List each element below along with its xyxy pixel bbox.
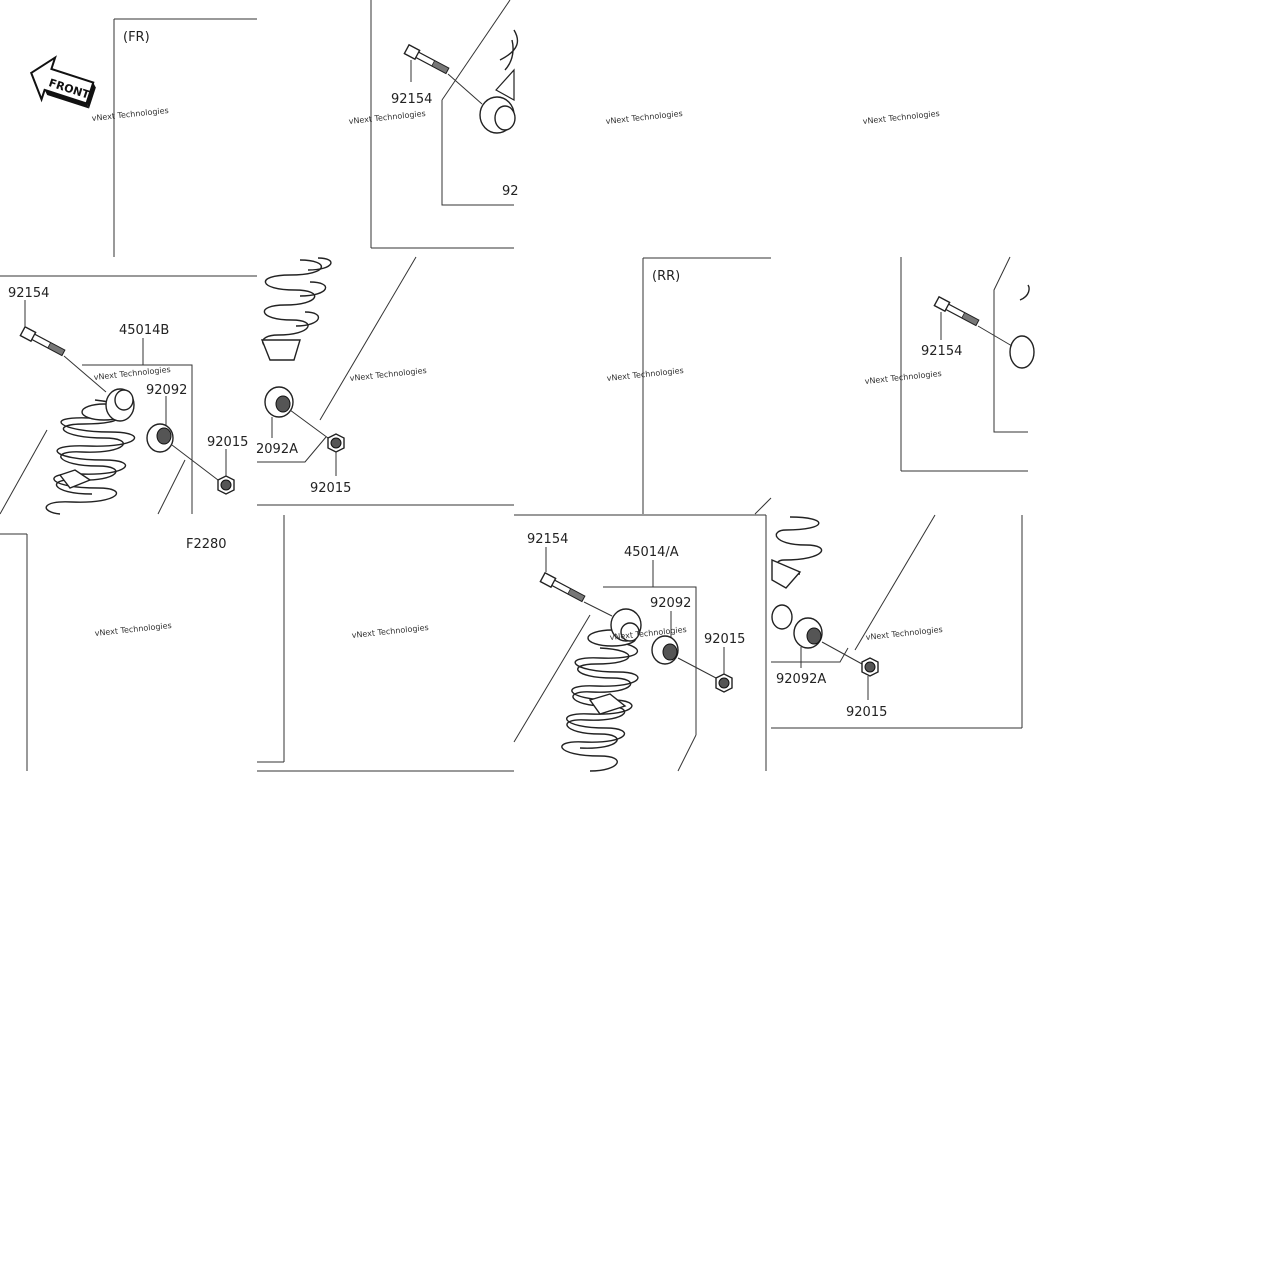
frame-lines xyxy=(0,0,1028,772)
watermark-text: vNext Technologies xyxy=(94,621,172,638)
bolt-92154-tile11 xyxy=(539,571,586,603)
part-label-bushing-a-partial: 2092A xyxy=(256,442,298,457)
rear-shock-top-eye xyxy=(610,608,642,642)
shock-spring-partial-tile6 xyxy=(260,257,332,361)
part-label-bushing: 92092 xyxy=(146,383,187,398)
watermark-text: vNext Technologies xyxy=(348,109,426,126)
front-shock-top-eye xyxy=(105,388,135,422)
watermark-text: vNext Technologies xyxy=(93,365,171,382)
part-label-bolt: 92154 xyxy=(921,344,962,359)
bushing-nut-lines xyxy=(171,409,863,679)
rear-shock-absorber xyxy=(561,608,642,772)
watermark-text: vNext Technologies xyxy=(605,109,683,126)
bushing-92092-tile5 xyxy=(146,423,174,453)
part-label-nut: 92015 xyxy=(846,705,887,720)
part-label-bushing-a: 92092A xyxy=(776,672,826,687)
part-label-partial: 92 xyxy=(502,184,519,199)
nut-92015-tile6 xyxy=(327,433,345,453)
watermark-text: vNext Technologies xyxy=(862,109,940,126)
part-label-nut: 92015 xyxy=(704,632,745,647)
watermark-text: vNext Technologies xyxy=(351,623,429,640)
part-label-bolt: 92154 xyxy=(527,532,568,547)
bolt-92154-tile2 xyxy=(403,43,450,75)
front-arrow-icon: FRONT xyxy=(29,55,96,109)
front-shock-partial-top xyxy=(479,29,519,134)
rear-shock-spring xyxy=(561,629,639,772)
part-label-bushing: 92092 xyxy=(650,596,691,611)
part-label-shock-rear: 45014/A xyxy=(624,545,679,560)
watermark-text: vNext Technologies xyxy=(606,366,684,383)
part-label-shock-front: 45014B xyxy=(119,323,169,338)
bushing-92092-tile11 xyxy=(651,635,679,665)
bolt-92154-tile5 xyxy=(19,325,66,357)
nut-92015-tile11 xyxy=(715,673,733,693)
part-label-bolt: 92154 xyxy=(8,286,49,301)
part-label-bolt: 92154 xyxy=(391,92,432,107)
front-shock-absorber xyxy=(45,388,136,515)
rear-shock-partial-tile12 xyxy=(771,516,823,630)
nut-92015-tile12 xyxy=(861,657,879,677)
part-label-nut: 92015 xyxy=(310,481,351,496)
rear-shock-partial-top xyxy=(1009,284,1035,369)
front-section-label: (FR) xyxy=(123,30,150,45)
rear-section-label: (RR) xyxy=(652,269,680,284)
nut-92015-tile5 xyxy=(217,475,235,495)
part-label-nut: 92015 xyxy=(207,435,248,450)
watermark-text: vNext Technologies xyxy=(91,106,169,123)
bolt-axis-lines xyxy=(63,73,1013,617)
bushing-92092A-tile6 xyxy=(264,386,294,418)
bushing-92092A-tile12 xyxy=(793,617,823,649)
watermark-text: vNext Technologies xyxy=(864,369,942,386)
leader-lines xyxy=(24,60,942,700)
bolt-92154-tile8 xyxy=(933,295,980,327)
watermark-text: vNext Technologies xyxy=(349,366,427,383)
figure-code: F2280 xyxy=(186,537,227,552)
watermark-text: vNext Technologies xyxy=(865,625,943,642)
